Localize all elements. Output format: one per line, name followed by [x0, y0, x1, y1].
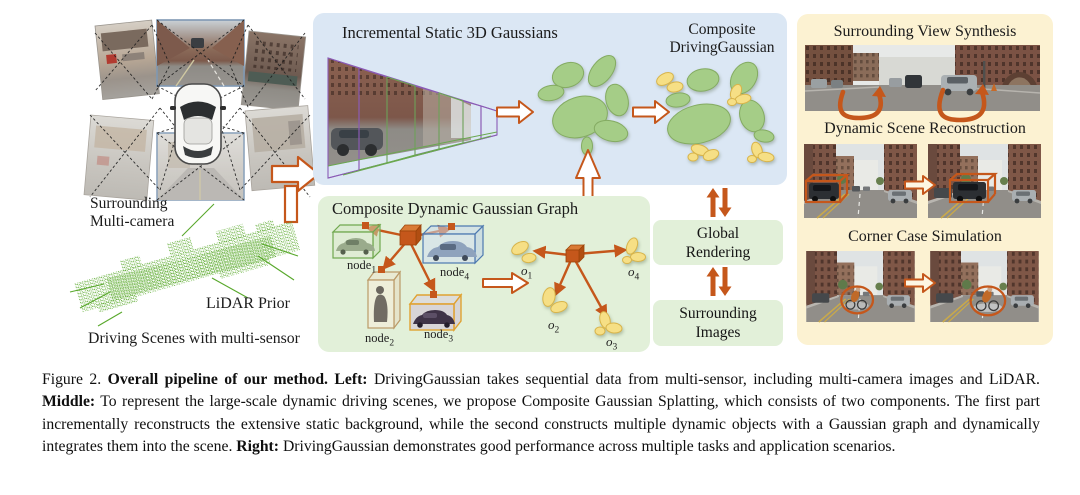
graph-root-cube	[399, 223, 422, 247]
object-graph-root-cube	[565, 244, 585, 263]
multi-camera-label-line1: Surrounding	[90, 195, 168, 212]
flow-arrow-right-icon	[482, 272, 529, 294]
caption-text-right: DrivingGaussian demonstrates good perfor…	[279, 437, 896, 455]
incremental-street-frustum-graphic	[327, 57, 498, 179]
caption-figure-number: Figure 2.	[42, 371, 108, 388]
object1-label: o1	[521, 263, 533, 282]
surrounding-images-line2: Images	[695, 324, 741, 341]
lidar-point-cloud-graphic	[69, 203, 300, 327]
camera-photo-top-left	[94, 19, 160, 101]
object2-label: o2	[548, 317, 560, 336]
multi-camera-label-line2: Multi-camera	[90, 212, 175, 230]
composite-gaussian-cluster-graphic	[656, 61, 775, 163]
node1-label: node1	[347, 258, 377, 276]
composite-drivinggaussian-title: Composite DrivingGaussian	[652, 21, 792, 57]
lidar-label: LiDAR Prior	[206, 295, 290, 312]
object-graph-edges	[532, 244, 628, 319]
node1-box	[331, 222, 382, 260]
exchange-arrows-icon	[706, 188, 732, 217]
global-rendering-box: Global Rendering	[653, 220, 783, 265]
corner-case-image-left	[805, 250, 916, 323]
caption-bold-right: Right:	[236, 437, 280, 455]
dynamic-panel-title: Composite Dynamic Gaussian Graph	[332, 199, 579, 218]
dynamic-scene-image-left	[803, 143, 918, 219]
annotation-box-icon	[804, 173, 850, 204]
node4-label: node4	[440, 265, 470, 283]
surround-view-panorama-image	[804, 45, 1041, 111]
global-rendering-line1: Global	[696, 225, 740, 242]
static-gaussian-cluster-graphic	[537, 55, 629, 156]
dynamic-gaussian-graph-graphic	[331, 222, 646, 336]
corner-case-image-right	[929, 250, 1040, 323]
caption-bold-middle: Middle:	[42, 393, 96, 411]
static-panel-title: Incremental Static 3D Gaussians	[342, 23, 558, 42]
node3-label: node3	[424, 327, 454, 345]
object-gaussian-blobs	[511, 237, 646, 336]
figure-caption: Figure 2. Overall pipeline of our method…	[42, 369, 1040, 458]
camera-frustum-lines	[89, 19, 311, 201]
flow-arrow-right-icon	[904, 273, 936, 293]
node4-box	[421, 223, 485, 265]
composite-title-line1: Composite	[688, 21, 756, 38]
elbow-arrow-icon	[270, 155, 321, 224]
lidar-band	[74, 219, 300, 313]
annotation-circle-icon	[969, 285, 1007, 317]
caption-text-left: DrivingGaussian takes sequential data fr…	[367, 371, 1040, 388]
multi-camera-cluster-graphic	[83, 19, 321, 224]
camera-photo-bottom-left	[83, 114, 155, 201]
corner-case-simulation-title: Corner Case Simulation	[848, 228, 1002, 245]
driving-scenes-label: Driving Scenes with multi-sensor	[88, 330, 300, 347]
caption-text-middle: To represent the large-scale dynamic dri…	[42, 393, 1040, 455]
dynamic-scene-reconstruction-title: Dynamic Scene Reconstruction	[824, 120, 1026, 137]
node2-box	[366, 266, 402, 330]
caption-bold-left: Overall pipeline of our method. Left:	[107, 371, 368, 388]
flow-arrow-right-icon	[904, 175, 936, 195]
camera-photo-top-right	[240, 30, 307, 111]
composite-title-line2: DrivingGaussian	[669, 39, 775, 56]
multi-camera-label: Surrounding Multi-camera	[90, 195, 174, 230]
global-rendering-line2: Rendering	[685, 244, 751, 261]
flow-arrow-right-icon	[496, 100, 534, 124]
node3-box	[408, 291, 463, 333]
node2-label: node2	[365, 331, 395, 349]
flow-arrow-right-icon	[632, 100, 670, 124]
surrounding-images-box: Surrounding Images	[653, 300, 783, 346]
ego-car-top-view	[170, 83, 226, 165]
dynamic-scene-image-right	[927, 143, 1042, 219]
object3-label: o3	[606, 334, 618, 353]
object4-label: o4	[628, 264, 640, 283]
green-wireframe	[327, 76, 498, 176]
annotation-box-icon	[948, 172, 998, 204]
exchange-arrows-icon	[706, 267, 732, 296]
annotation-circle-icon	[840, 285, 875, 315]
surrounding-view-synthesis-title: Surrounding View Synthesis	[833, 23, 1017, 40]
surrounding-images-line1: Surrounding	[679, 305, 757, 322]
u-turn-arrows-icon	[837, 84, 989, 123]
